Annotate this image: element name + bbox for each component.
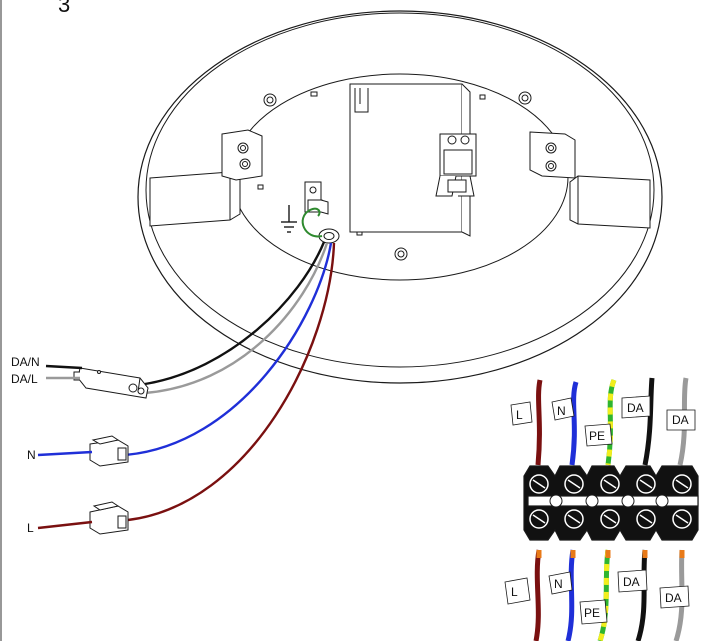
tag-pe-bottom [579, 599, 608, 625]
tag-pe-bottom-text: PE [584, 606, 600, 620]
supply-wires [124, 241, 336, 522]
step-number: 3 [58, 0, 70, 17]
da-connector-block [73, 367, 149, 399]
top-wire-tags: L N PE DA DA [510, 395, 696, 447]
tag-l-bottom [504, 577, 531, 605]
terminal-detail: L N PE DA DA L N PE DA DA [504, 377, 699, 641]
tag-da1-top-text: DA [627, 401, 644, 415]
luminaire-housing [137, 10, 663, 384]
top-wire-l [535, 379, 543, 466]
tag-da1-top [621, 395, 651, 419]
tag-da2-top-text: DA [672, 413, 689, 427]
earth-wire-loop [301, 207, 323, 238]
tag-n-bottom [548, 571, 573, 595]
bottom-wire-tags: L N PE DA DA [504, 569, 690, 625]
black-wire [144, 241, 326, 386]
bottom-wire-da1 [635, 549, 648, 641]
l-supply-wire [37, 520, 93, 530]
bottom-wire-n [565, 549, 576, 641]
tag-n-bottom-text: N [554, 577, 563, 591]
label-n: N [27, 448, 36, 462]
tag-n-top-text: N [557, 404, 566, 418]
plate-screws [257, 91, 532, 261]
stripped-wire-ends [536, 550, 685, 558]
top-wire-n [569, 381, 579, 466]
tag-l-top-text: L [516, 408, 523, 422]
tag-pe-top-text: PE [589, 429, 605, 443]
right-bracket [529, 131, 651, 229]
label-da-l: DA/L [11, 372, 38, 386]
driver-box [349, 83, 471, 237]
bottom-wire-l [533, 549, 542, 641]
tag-l-bottom-text: L [511, 585, 518, 599]
tag-da1-bottom-text: DA [623, 575, 640, 589]
tag-da2-bottom-text: DA [665, 591, 682, 605]
l-push-connector [89, 501, 129, 535]
n-supply-wire [37, 450, 93, 457]
grey-wire [144, 242, 329, 395]
blue-wire [124, 242, 333, 457]
tag-n-top [551, 397, 575, 421]
da-n-wire [45, 364, 83, 370]
tag-da2-top [666, 409, 696, 431]
top-wire-da1 [642, 377, 655, 466]
terminal-strip [523, 465, 699, 541]
tag-l-top [510, 401, 533, 426]
left-bracket [149, 129, 263, 227]
label-l: L [27, 521, 34, 535]
n-push-connector [89, 435, 129, 467]
tag-da1-bottom [617, 569, 648, 593]
internal-connector [435, 133, 477, 197]
bottom-wire-pe-stripe [597, 549, 611, 641]
label-da-n: DA/N [11, 355, 40, 369]
brown-wire [127, 242, 336, 522]
tag-pe-top [584, 423, 613, 447]
tag-da2-bottom [659, 585, 690, 609]
cable-gland [318, 228, 340, 244]
ground-symbol-icon [281, 205, 297, 233]
top-wire-pe-stripe [605, 379, 617, 466]
